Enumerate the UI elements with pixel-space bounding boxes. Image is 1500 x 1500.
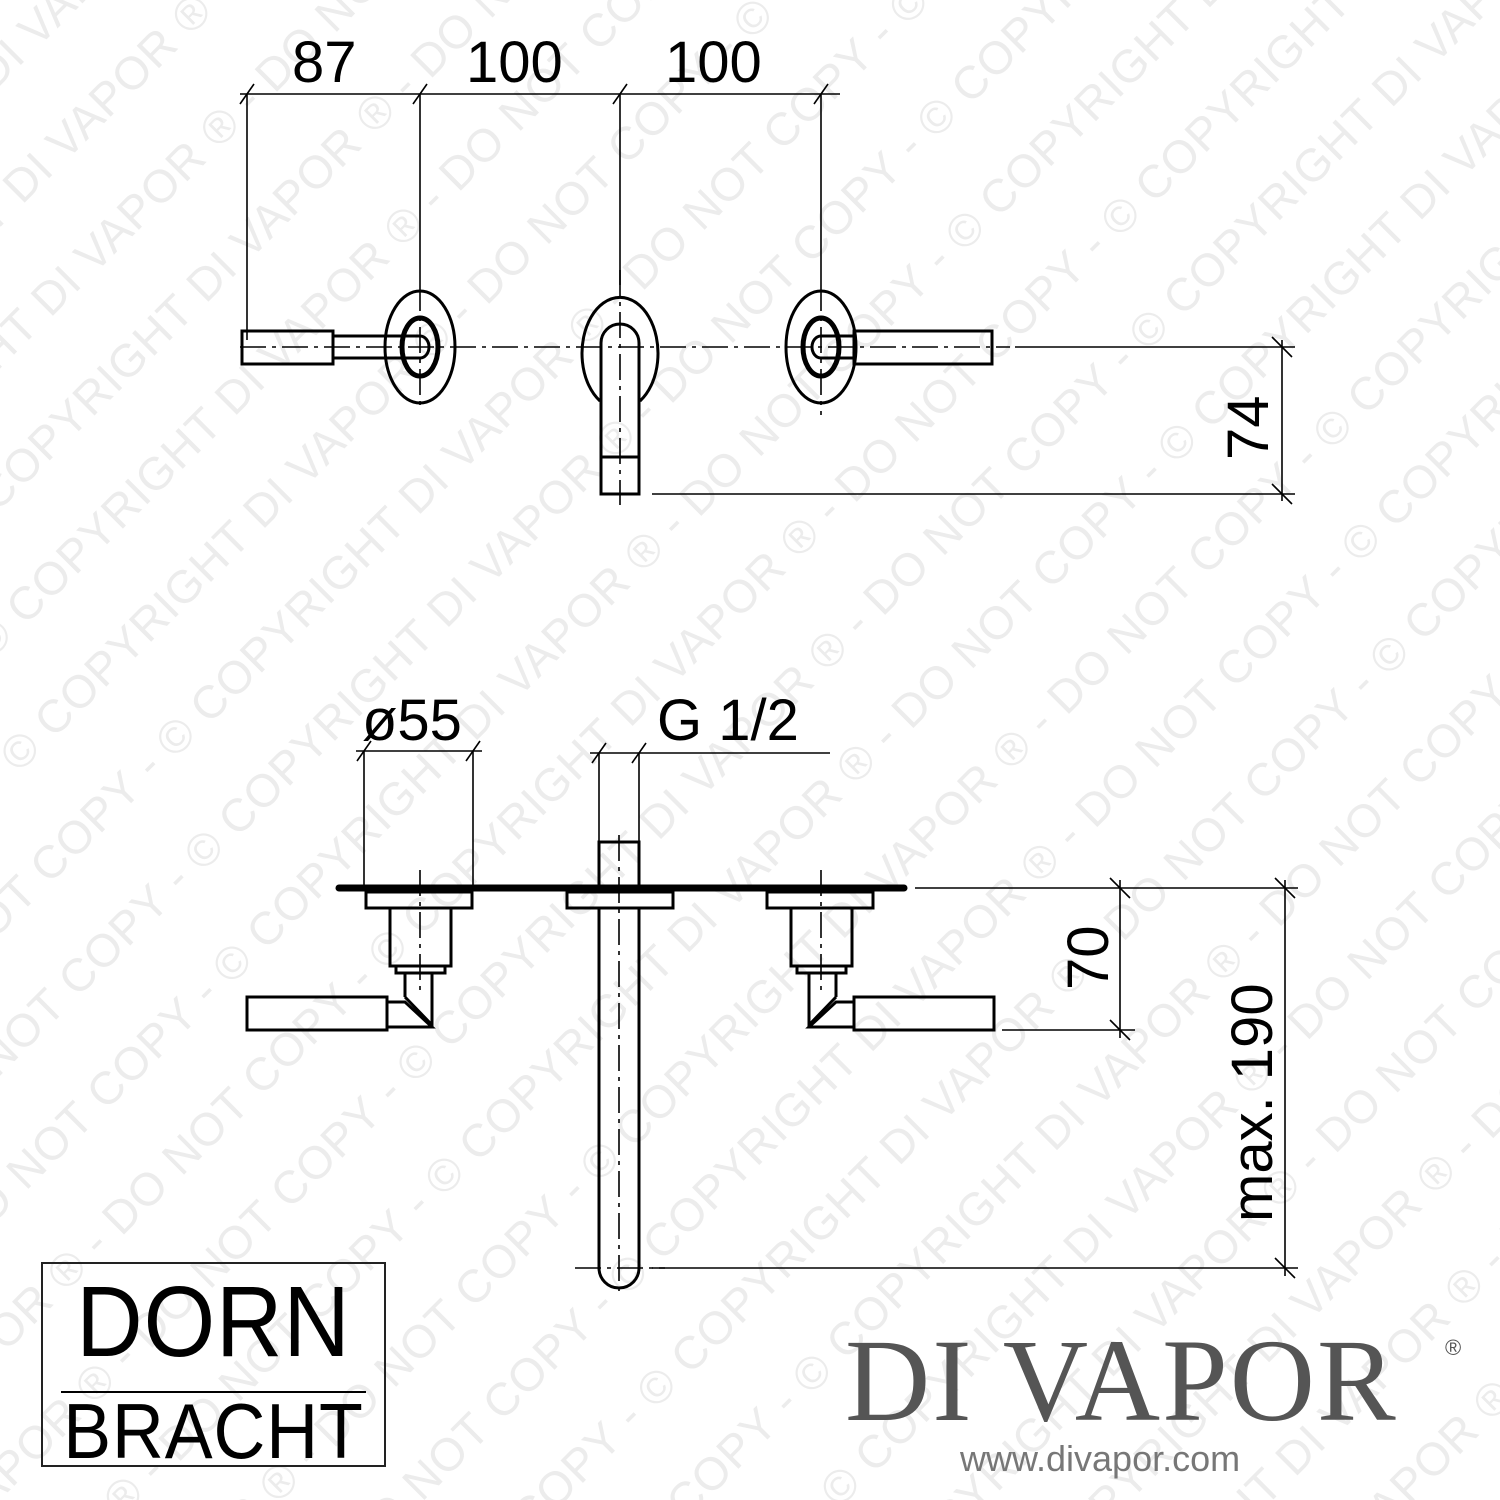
registered-mark: ® — [1445, 1335, 1462, 1360]
brand-name-line2: BRACHT — [63, 1387, 364, 1475]
dimension-g-half-inch: G 1/2 — [657, 688, 799, 753]
left-valve-top — [240, 289, 457, 405]
left-valve-side — [245, 890, 474, 1032]
dimension-100-right: 100 — [665, 30, 762, 95]
divapor-url: www.divapor.com — [960, 1438, 1241, 1479]
dimension-70: 70 — [1056, 925, 1121, 990]
dimension-max-190: max. 190 — [1220, 983, 1285, 1222]
brand-name-line1: DORN — [76, 1266, 351, 1378]
right-valve-side — [765, 890, 996, 1032]
connection-dimension: G 1/2 — [590, 688, 830, 843]
top-dimension-chain: 87 100 100 — [239, 30, 840, 340]
dimension-74: 74 — [1216, 395, 1281, 460]
handle-depth-dimension: 70 — [915, 877, 1135, 1041]
divapor-logo: DI VAPOR — [845, 1315, 1398, 1446]
projection-dimension: 74 — [652, 336, 1295, 505]
spout-side — [565, 890, 675, 1290]
right-valve-top — [784, 289, 994, 405]
top-view: 87 100 100 — [239, 30, 1295, 505]
brand-divider — [61, 1391, 366, 1393]
spout-top — [580, 295, 660, 496]
dimension-diameter-55: ø55 — [362, 688, 462, 753]
dimension-100-left: 100 — [466, 30, 563, 95]
spout-max-dimension: max. 190 — [652, 877, 1298, 1279]
dornbracht-logo: DORN BRACHT — [41, 1262, 386, 1475]
dimension-87: 87 — [292, 30, 357, 95]
rosette-diameter-dimension: ø55 — [356, 688, 482, 888]
side-view: ø55 G 1/2 — [245, 688, 1298, 1295]
